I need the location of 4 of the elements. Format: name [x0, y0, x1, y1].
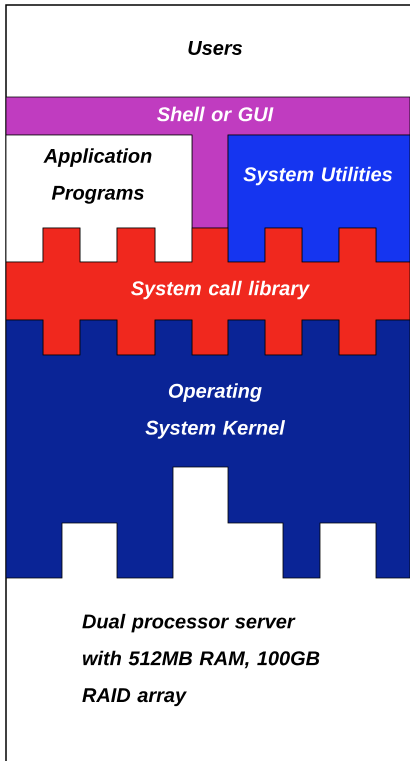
layer-block: Operating System Kernel [6, 320, 410, 578]
layer-label: Dual processor server with 512MB RAM, 100GB RAID array [82, 614, 320, 706]
layer-band: System call library [6, 228, 410, 356]
layer-label: Users [188, 41, 242, 55]
